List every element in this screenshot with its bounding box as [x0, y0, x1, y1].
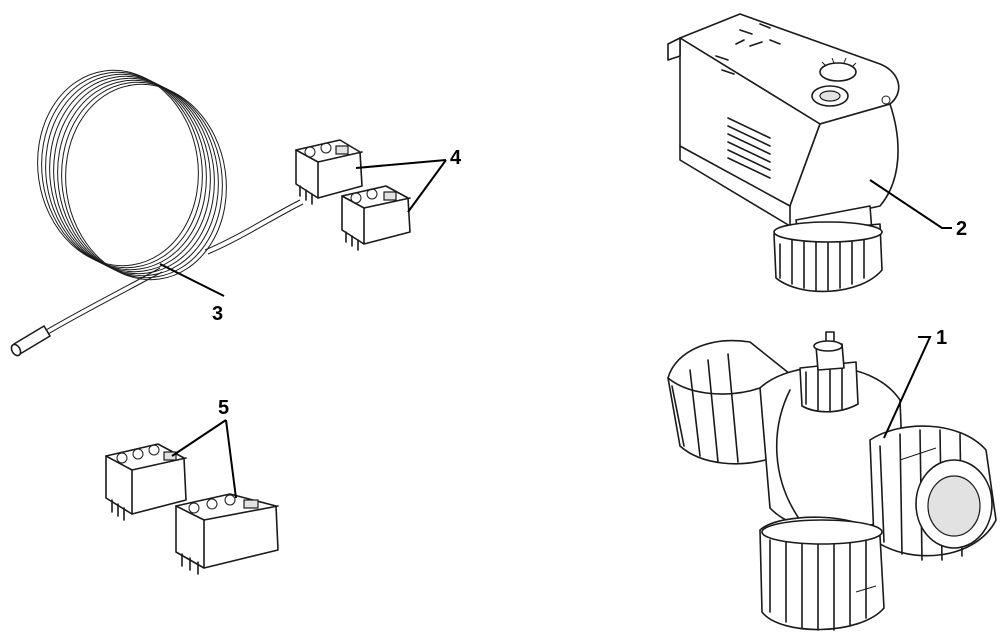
adjustment-dial	[819, 57, 857, 82]
capillary-tube	[35, 267, 161, 337]
small-connector-a	[295, 139, 363, 205]
actuator	[667, 13, 900, 293]
sensor-wires	[204, 199, 301, 251]
callout-small-connectors-number: 4	[450, 147, 462, 169]
callout-valve-number: 1	[936, 327, 947, 349]
callout-large-connectors-number: 5	[218, 397, 229, 419]
capillary-coil	[37, 69, 227, 281]
actuator-coupling-nut	[773, 221, 883, 293]
large-connector-a	[105, 443, 187, 521]
large-connector-b	[175, 493, 279, 575]
capillary-sensor	[10, 69, 304, 357]
valve-bottom-union	[759, 516, 885, 631]
small-connector-b	[341, 185, 411, 251]
callout-leaders	[159, 159, 952, 499]
valve-stem	[799, 331, 859, 413]
sensor-bulb	[10, 325, 51, 357]
valve-right-union	[869, 425, 997, 561]
callout-sensor-number: 3	[212, 303, 223, 325]
callout-actuator-number: 2	[956, 218, 967, 240]
actuator-vents	[727, 117, 771, 179]
valve-body	[667, 331, 997, 631]
manual-button	[811, 85, 849, 107]
